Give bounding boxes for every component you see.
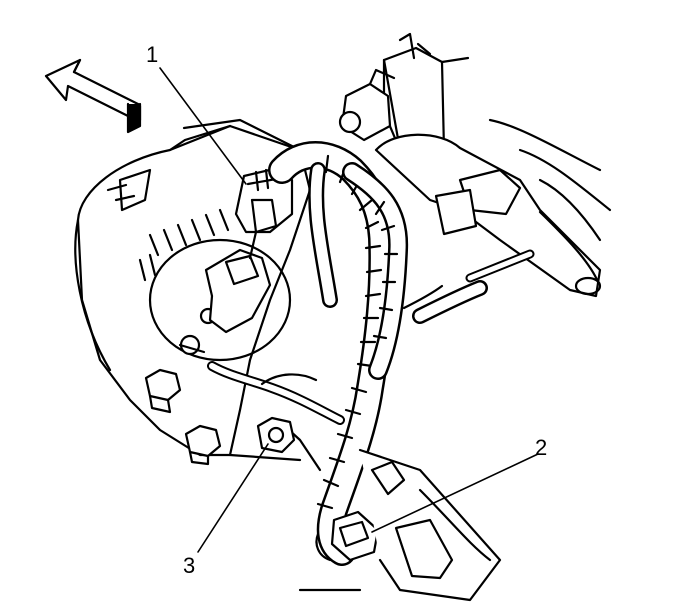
leader-1 — [159, 67, 247, 185]
harness-connector-lower — [315, 510, 380, 562]
callout-1: 1 — [146, 42, 159, 67]
generator-harness-connector — [234, 166, 294, 260]
regulator-boss — [204, 248, 272, 334]
mounting-bolt — [144, 368, 182, 414]
engine-tube — [374, 118, 612, 324]
leader-3 — [197, 443, 269, 553]
mounting-bolt — [184, 424, 222, 466]
wiring-harness — [268, 141, 409, 566]
leader-2 — [371, 453, 539, 533]
callout-3: 3 — [183, 553, 196, 578]
front-arrow-icon — [44, 58, 142, 134]
generator-output-nut — [256, 416, 296, 454]
leader-lines — [159, 67, 539, 553]
engine-bracket — [338, 32, 470, 162]
lower-frame — [228, 448, 502, 602]
callout-2: 2 — [535, 435, 548, 460]
